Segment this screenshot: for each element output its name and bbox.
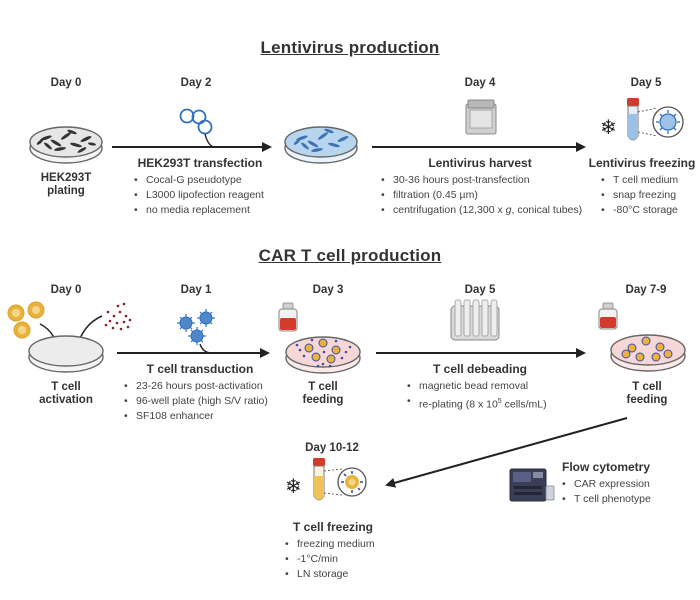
tcell-freezing-heading: T cell freezing	[292, 520, 374, 534]
car-tcell-icon	[323, 467, 367, 497]
lenti-day0-label: Day 0	[50, 77, 82, 89]
transfection-bullets: Cocal-G pseudotype L3000 lipofection rea…	[132, 173, 264, 218]
feeding-day3-line1: T cell	[308, 381, 338, 393]
centrifugation-suffix: , conical tubes)	[511, 204, 583, 216]
plasmid-icon	[179, 108, 215, 148]
tcell-freezing-bullets: freezing medium -1°C/min LN storage	[283, 537, 375, 582]
arrow-day7-to-day10	[385, 417, 628, 488]
feeding-day3-line2: feeding	[302, 394, 344, 406]
magnet-rack-icon	[450, 299, 500, 341]
transduction-bullet: SF108 enhancer	[122, 409, 268, 424]
debeading-bullet-replating: re-plating (8 x 105 cells/mL)	[405, 394, 547, 413]
feeding-day7-line2: feeding	[626, 394, 668, 406]
flow-cytometer-icon	[509, 468, 555, 502]
lenti-day5-label: Day 5	[630, 77, 662, 89]
harvest-bullet: filtration (0.45 µm)	[379, 188, 582, 203]
replating-exponent: 5	[497, 398, 502, 405]
harvest-bullet-centrifugation: centrifugation (12,300 x g, conical tube…	[379, 203, 582, 218]
hek293t-plating-line2: plating	[47, 185, 85, 197]
tcell-freezing-bullet: -1°C/min	[283, 552, 375, 567]
feeding-day3-label: T cell feeding	[278, 381, 368, 407]
cart-day3-label: Day 3	[312, 284, 344, 296]
tcell-dish-day7-icon	[610, 334, 686, 372]
centrifuge-icon	[465, 99, 497, 135]
hek293t-dish-icon	[29, 126, 103, 164]
media-bottle-icon	[278, 302, 298, 332]
lentivirus-particle-icon	[637, 106, 684, 138]
harvest-heading: Lentivirus harvest	[428, 156, 532, 170]
snowflake-2-icon: ❄	[285, 474, 302, 498]
harvest-bullets: 30-36 hours post-transfection filtration…	[379, 173, 582, 218]
feeding-day7-line1: T cell	[632, 381, 662, 393]
cryotube-blue-icon	[627, 98, 639, 141]
harvest-bullet: 30-36 hours post-transfection	[379, 173, 582, 188]
snowflake-icon: ❄	[600, 115, 617, 139]
lenti-day2-label: Day 2	[180, 77, 212, 89]
transduction-bullet: 96-well plate (high S/V ratio)	[122, 394, 268, 409]
hek293t-plating-label: HEK293T plating	[21, 172, 111, 198]
activation-line1: T cell	[51, 381, 81, 393]
cart-day5-label: Day 5	[464, 284, 496, 296]
lenti-freezing-bullets: T cell medium snap freezing -80°C storag…	[599, 173, 678, 218]
replating-suffix: cells/mL)	[501, 398, 547, 411]
debeading-bullet: magnetic bead removal	[405, 379, 547, 394]
flow-bullet: CAR expression	[560, 477, 651, 492]
transfection-heading: HEK293T transfection	[137, 156, 263, 170]
lenti-day4-label: Day 4	[464, 77, 496, 89]
cryotube-yellow-icon	[313, 458, 325, 501]
cart-day1-label: Day 1	[180, 284, 212, 296]
activation-label: T cell activation	[21, 381, 111, 407]
transfection-bullet: L3000 lipofection reagent	[132, 188, 264, 203]
tcell-dish-day3-icon	[285, 336, 361, 374]
flow-bullet: T cell phenotype	[560, 492, 651, 507]
transduction-bullets: 23-26 hours post-activation 96-well plat…	[122, 379, 268, 424]
flow-heading: Flow cytometry	[562, 460, 651, 474]
feeding-day7-label: T cell feeding	[602, 381, 692, 407]
activation-dish-icon	[28, 335, 104, 373]
transduction-bullet: 23-26 hours post-activation	[122, 379, 268, 394]
hek293t-plating-line1: HEK293T	[40, 172, 92, 184]
transfection-bullet: Cocal-G pseudotype	[132, 173, 264, 188]
cart-day10-12-label: Day 10-12	[305, 442, 359, 454]
centrifugation-prefix: centrifugation (12,300 x	[393, 204, 506, 216]
tcell-freezing-bullet: freezing medium	[283, 537, 375, 552]
cart-day0-label: Day 0	[50, 284, 82, 296]
lentivirus-particles-icon	[177, 309, 215, 354]
debeading-heading: T cell debeading	[432, 362, 528, 376]
lenti-freezing-bullet: T cell medium	[599, 173, 678, 188]
lenti-freezing-heading: Lentivirus freezing	[588, 156, 696, 170]
lenti-freezing-bullet: snap freezing	[599, 188, 678, 203]
centrifugation-g: g	[505, 204, 512, 216]
tcell-icon	[7, 301, 62, 352]
transduction-heading: T cell transduction	[146, 362, 254, 376]
flow-bullets: CAR expression T cell phenotype	[560, 477, 651, 507]
transfection-bullet: no media replacement	[132, 203, 264, 218]
debeading-bullets: magnetic bead removal re-plating (8 x 10…	[405, 379, 547, 413]
replating-prefix: re-plating (8 x 10	[419, 398, 498, 411]
media-bottle-2-icon	[598, 302, 618, 330]
lentivirus-title: Lentivirus production	[260, 38, 440, 57]
lenti-freezing-bullet: -80°C storage	[599, 203, 678, 218]
transfected-dish-icon	[284, 126, 358, 164]
cart-day7-9-label: Day 7-9	[625, 284, 667, 296]
activation-line2: activation	[39, 394, 93, 406]
tcell-freezing-bullet: LN storage	[283, 567, 375, 582]
cart-title: CAR T cell production	[258, 246, 442, 265]
